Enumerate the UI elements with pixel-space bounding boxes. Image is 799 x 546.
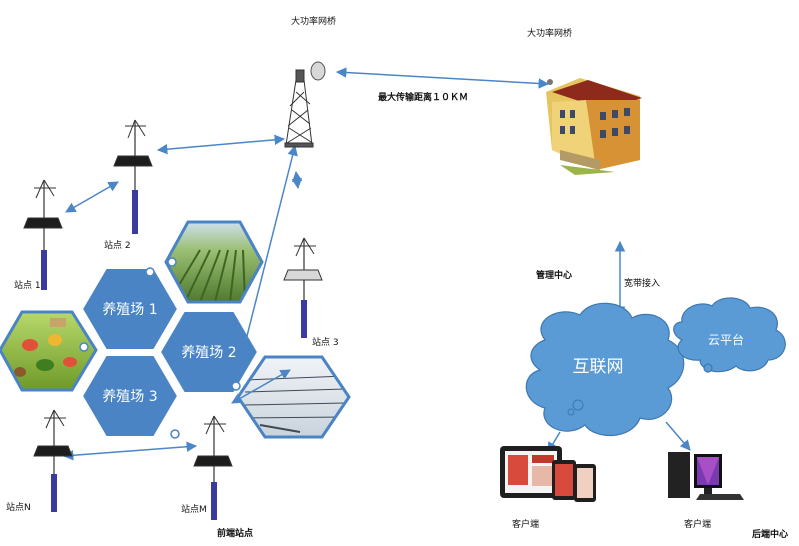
client-right-label: 客户端 (684, 520, 712, 530)
farm-3-label: 养殖场 3 (102, 388, 157, 405)
weather-station-icon (33, 409, 73, 512)
weather-station-icon (283, 237, 323, 338)
broadband-access-label: 宽带接入 (624, 279, 661, 289)
cloud-bubble (567, 408, 575, 416)
farm-2-label: 养殖场 2 (181, 344, 236, 361)
link-arrow (335, 67, 550, 89)
station-n-label: 站点N (6, 503, 31, 513)
connector-dot (170, 429, 180, 439)
field-photo-hexagon (164, 220, 264, 304)
internet-cloud (525, 302, 685, 437)
bridge-right-label: 大功率网桥 (527, 29, 573, 39)
tablet-phone-icon (500, 446, 596, 502)
connector-dot (145, 267, 155, 277)
weather-station-icon (113, 119, 153, 234)
connector-dot (167, 257, 177, 267)
weather-station-icon (193, 415, 233, 520)
station-1-label: 站点 1 (14, 281, 41, 291)
bridge-tower-icon (284, 61, 326, 148)
internet-label: 互联网 (573, 357, 624, 377)
management-center-label: 管理中心 (536, 271, 573, 281)
link-arrow (291, 170, 303, 190)
desktop-computer-icon (668, 452, 744, 500)
link-arrow (62, 441, 198, 461)
cloud-bubble (572, 399, 584, 411)
connector-dot (79, 342, 89, 352)
frontend-station-label: 前端站点 (217, 529, 254, 539)
weather-station-icon (23, 179, 63, 290)
cloud-platform-label: 云平台 (708, 332, 744, 347)
cloud-platform-cloud (673, 297, 786, 373)
bridge-left-label: 大功率网桥 (291, 17, 337, 27)
farm-1-hexagon (80, 267, 180, 351)
connector-dot (231, 381, 241, 391)
link-arrow (156, 134, 286, 155)
farm-3-hexagon (80, 354, 180, 438)
link-arrow (665, 421, 691, 451)
station-m-label: 站点M (181, 505, 207, 515)
station-2-label: 站点 2 (104, 241, 131, 251)
link-arrow (65, 181, 119, 213)
client-left-label: 客户端 (512, 520, 540, 530)
link-arrow (231, 369, 291, 404)
management-building-icon (546, 78, 642, 175)
station-3-label: 站点 3 (312, 338, 339, 348)
snow-pond-photo-hexagon (236, 355, 351, 439)
cartoon-farm-photo-hexagon (0, 310, 98, 392)
max-distance-label: 最大传输距离１０ＫＭ (378, 93, 469, 103)
backend-center-label: 后端中心 (752, 530, 789, 540)
link-arrow (245, 144, 298, 341)
farm-1-label: 养殖场 1 (102, 301, 157, 318)
